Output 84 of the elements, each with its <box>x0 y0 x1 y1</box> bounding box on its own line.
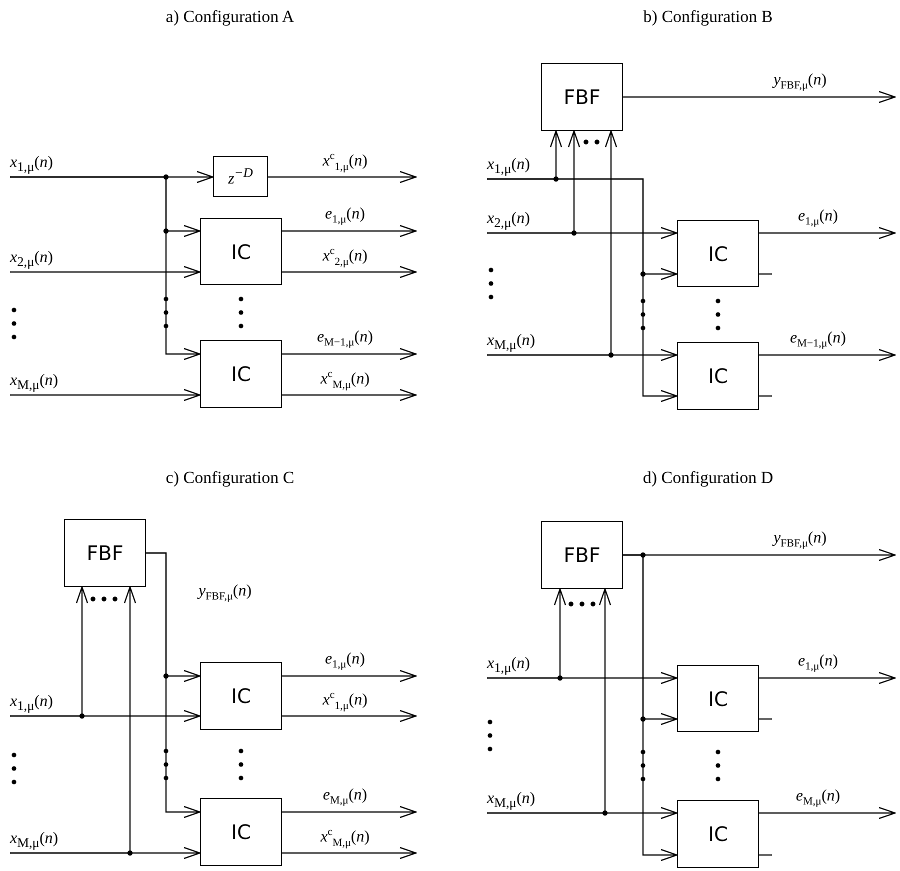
block-label: FBF <box>564 85 600 109</box>
block-label: IC <box>231 362 251 386</box>
signal-label: x$_{M,μ}$(n) <box>487 791 536 810</box>
signal-label: x$_{2,μ}$(n) <box>487 211 530 230</box>
block-label: FBF <box>86 541 124 565</box>
arrow <box>282 710 417 722</box>
process-box <box>677 220 759 287</box>
process-box <box>677 800 759 868</box>
arrow <box>282 846 417 860</box>
arrow <box>623 554 678 862</box>
panel-title: d) Configuration D <box>642 468 774 488</box>
arrow <box>623 90 896 104</box>
block-label: IC <box>708 364 728 388</box>
edge-label: x$^{c}$$_{2,μ}$(n) <box>322 246 368 268</box>
arrow <box>487 806 678 820</box>
arrow <box>487 348 678 362</box>
edge-label: e$_{1,μ}$(n) <box>797 653 839 673</box>
arrow <box>282 224 417 238</box>
arrow <box>10 266 201 278</box>
signal-line <box>759 718 772 720</box>
arrow <box>146 552 201 818</box>
arrow <box>282 388 417 402</box>
edge-label: e$_{1,μ}$(n) <box>324 206 366 226</box>
arrow <box>10 176 201 360</box>
process-box <box>541 63 623 131</box>
edge-label: x$^{c}$$_{1,μ}$(n) <box>322 690 368 712</box>
signal-label: x$_{1,μ}$(n) <box>487 157 530 176</box>
arrow <box>10 388 201 402</box>
arrow <box>487 672 678 684</box>
signal-line <box>759 395 772 397</box>
edge-label: e$_{M−1,μ}$(n) <box>316 329 374 349</box>
panel-title: a) Configuration A <box>166 7 294 27</box>
arrow <box>10 710 201 722</box>
edge-label: e$_{M,μ}$(n) <box>322 787 368 807</box>
edge-label: y$_{FBF,μ}$(n) <box>772 72 828 92</box>
process-box <box>200 662 282 730</box>
edge-label: e$_{1,μ}$(n) <box>324 651 366 671</box>
edge-label: e$_{M−1,μ}$(n) <box>789 330 847 350</box>
arrow <box>759 348 896 362</box>
arrow <box>10 846 201 860</box>
process-box <box>64 519 146 587</box>
panel-title: c) Configuration C <box>166 468 294 488</box>
process-box <box>541 521 623 589</box>
signal-label: x$_{1,μ}$(n) <box>487 656 530 675</box>
signal-label: x$_{M,μ}$(n) <box>10 831 58 850</box>
edge-label: e$_{M,μ}$(n) <box>794 788 842 808</box>
arrow <box>759 672 896 684</box>
arrow <box>282 670 417 682</box>
arrow <box>759 226 896 240</box>
signal-label: x$_{M,μ}$(n) <box>10 373 58 392</box>
process-box <box>200 798 282 866</box>
process-box <box>677 665 759 732</box>
process-box <box>200 340 282 408</box>
process-box <box>677 342 759 410</box>
signal-label: x$_{2,μ}$(n) <box>10 250 53 269</box>
block-label: IC <box>231 240 251 264</box>
edge-label: y$_{FBF,μ}$(n) <box>197 583 253 603</box>
block-label: IC <box>231 820 251 844</box>
signal-label: x$_{1,μ}$(n) <box>10 694 53 713</box>
block-label: IC <box>708 242 728 266</box>
edge-label: x$^{c}$$_{M,μ}$(n) <box>319 369 371 391</box>
panel-title: b) Configuration B <box>643 7 773 27</box>
edge-label: x$^{c}$$_{1,μ}$(n) <box>322 151 368 173</box>
arrow <box>282 806 417 818</box>
block-label: IC <box>708 822 728 846</box>
signal-line <box>759 273 772 275</box>
block-label: IC <box>231 684 251 708</box>
block-label: FBF <box>564 543 600 567</box>
arrow <box>759 806 896 820</box>
process-box <box>200 218 282 285</box>
signal-line <box>759 854 772 856</box>
block-label: IC <box>708 686 728 710</box>
edge-label: y$_{FBF,μ}$(n) <box>772 530 828 550</box>
arrow <box>282 266 417 278</box>
block-label: z$^{−D}$ <box>228 164 253 188</box>
delay-box <box>213 156 268 197</box>
signal-label: x$_{M,μ}$(n) <box>487 333 536 352</box>
signal-label: x$_{1,μ}$(n) <box>10 155 53 174</box>
arrow <box>268 170 417 184</box>
edge-label: x$^{c}$$_{M,μ}$(n) <box>319 827 371 849</box>
edge-label: e$_{1,μ}$(n) <box>797 208 839 228</box>
arrow <box>487 178 678 402</box>
arrow <box>487 226 678 240</box>
arrow <box>282 348 417 360</box>
